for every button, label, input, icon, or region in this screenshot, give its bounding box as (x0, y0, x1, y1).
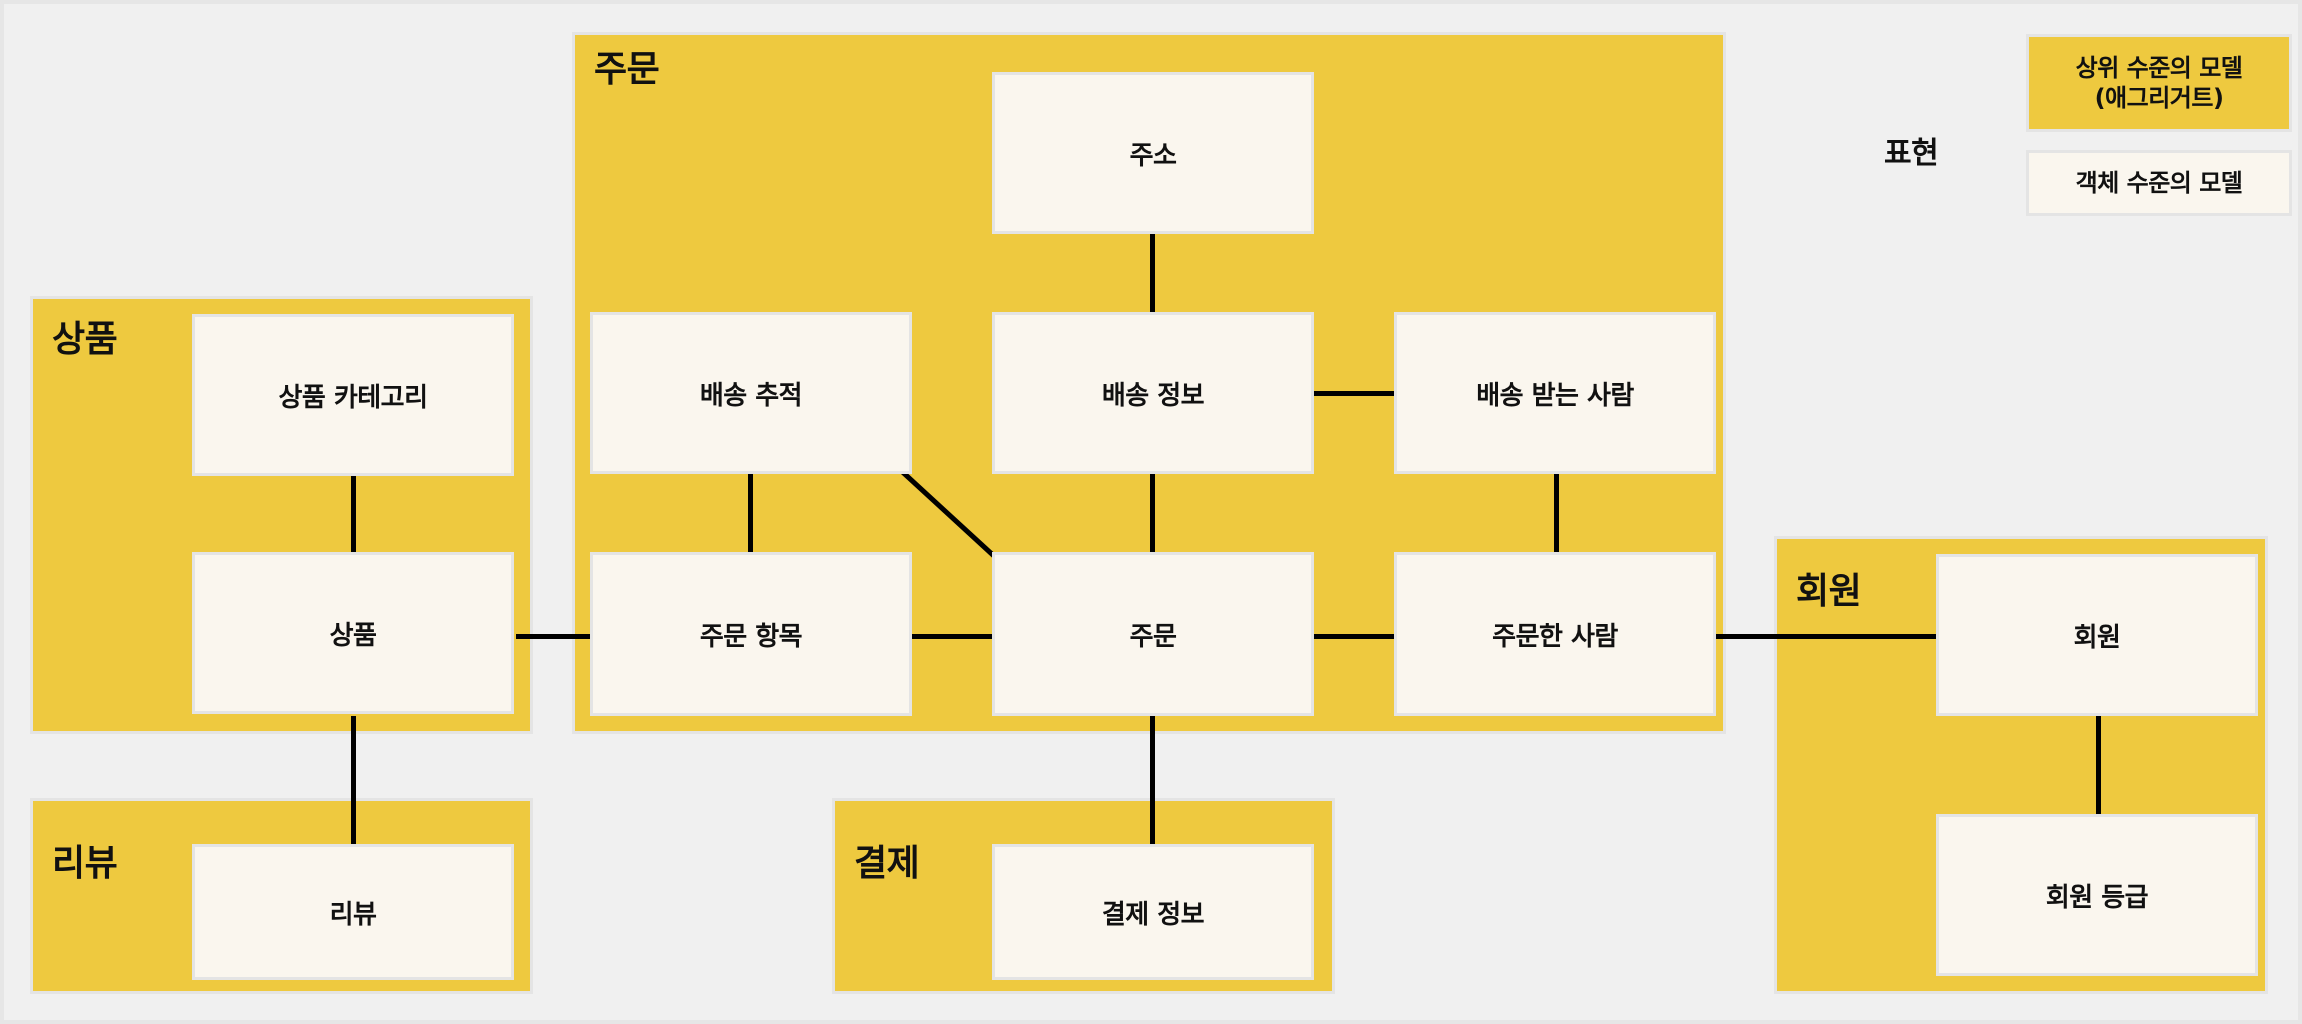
connector-order-to-orderer (1308, 634, 1398, 639)
entity-box-delivery-tracking[interactable]: 배송 추적 (590, 312, 912, 474)
connector-delivery-info-to-delivery-receiver (1304, 391, 1399, 396)
legend-item-entity-model: 객체 수준의 모델 (2026, 150, 2292, 216)
connector-product-to-order-item (516, 634, 596, 639)
connector-product-to-review (351, 716, 356, 846)
connector-order-to-payment-info (1150, 716, 1155, 846)
aggregate-label-order: 주문 (594, 49, 660, 90)
connector-orderer-to-member (1706, 634, 1936, 639)
legend: 표현 상위 수준의 모델 (애그리거트) 객체 수준의 모델 (1884, 22, 2292, 216)
entity-box-delivery-info[interactable]: 배송 정보 (992, 312, 1314, 474)
entity-box-address[interactable]: 주소 (992, 72, 1314, 234)
legend-aggregate-line-1: 상위 수준의 모델 (2075, 54, 2243, 82)
entity-label-payment-info: 결제 정보 (1101, 899, 1205, 930)
entity-label-delivery-info: 배송 정보 (1101, 380, 1205, 411)
aggregate-label-product: 상품 (52, 319, 118, 360)
entity-box-order[interactable]: 주문 (992, 552, 1314, 716)
entity-box-product-category[interactable]: 상품 카테고리 (192, 314, 514, 476)
connector-address-to-delivery-info (1150, 232, 1155, 317)
entity-label-order: 주문 (1129, 621, 1177, 652)
connector-product-category-to-product (351, 474, 356, 554)
connector-delivery-receiver-to-orderer (1554, 472, 1559, 557)
entity-label-member: 회원 (2073, 622, 2121, 653)
entity-box-member[interactable]: 회원 (1936, 554, 2258, 716)
entity-box-order-item[interactable]: 주문 항목 (590, 552, 912, 716)
entity-label-delivery-tracking: 배송 추적 (699, 380, 803, 411)
aggregate-label-member: 회원 (1796, 571, 1862, 612)
entity-label-review: 리뷰 (329, 899, 377, 930)
legend-aggregate-line-2: (애그리거트) (2094, 84, 2224, 112)
entity-box-product[interactable]: 상품 (192, 552, 514, 714)
legend-title: 표현 (1884, 136, 1939, 171)
connector-member-to-member-grade (2096, 716, 2101, 816)
connector-order-item-to-order (912, 634, 1002, 639)
entity-label-product-category: 상품 카테고리 (278, 382, 428, 413)
aggregate-label-payment: 결제 (854, 843, 920, 884)
entity-box-orderer[interactable]: 주문한 사람 (1394, 552, 1716, 716)
aggregate-label-review: 리뷰 (52, 843, 118, 884)
legend-entity-line-1: 객체 수준의 모델 (2075, 169, 2243, 197)
entity-box-delivery-receiver[interactable]: 배송 받는 사람 (1394, 312, 1716, 474)
entity-box-payment-info[interactable]: 결제 정보 (992, 844, 1314, 980)
entity-label-order-item: 주문 항목 (699, 621, 803, 652)
connector-delivery-tracking-to-order-item (748, 472, 753, 557)
entity-label-member-grade: 회원 등급 (2045, 882, 2149, 913)
entity-label-delivery-receiver: 배송 받는 사람 (1476, 380, 1634, 411)
entity-box-review[interactable]: 리뷰 (192, 844, 514, 980)
connector-delivery-info-to-order (1150, 472, 1155, 557)
entity-box-member-grade[interactable]: 회원 등급 (1936, 814, 2258, 976)
entity-label-product: 상품 (329, 620, 377, 651)
entity-label-orderer: 주문한 사람 (1492, 621, 1618, 652)
entity-label-address: 주소 (1129, 140, 1177, 171)
legend-item-aggregate-model: 상위 수준의 모델 (애그리거트) (2026, 34, 2292, 132)
